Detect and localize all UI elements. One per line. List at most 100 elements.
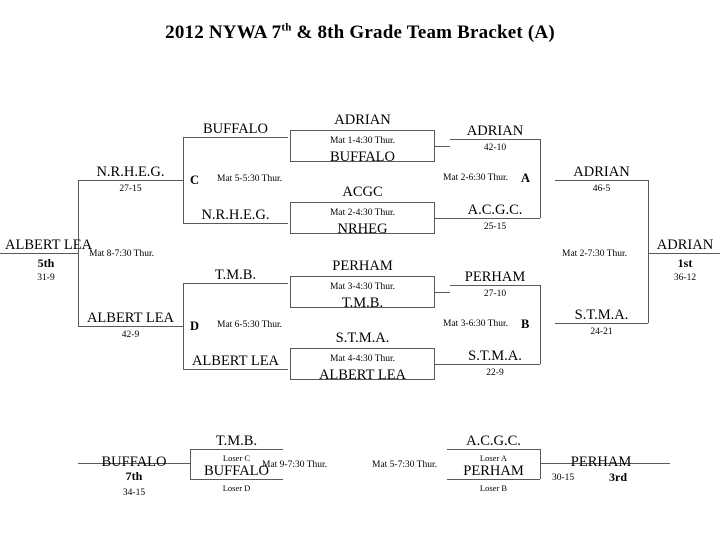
match-3-mat: Mat 3-4:30 Thur. <box>329 282 395 292</box>
seventh-mat: Mat 9-7:30 Thur. <box>262 460 328 470</box>
fifth-top-team: N.R.H.E.G. <box>96 164 165 180</box>
seventh-top-line <box>190 449 283 450</box>
fifth-winner-record: 31-9 <box>37 273 55 283</box>
seventh-top-team: T.M.B. <box>215 433 258 449</box>
match-c-label: C <box>190 173 200 187</box>
final-bottom-line <box>555 323 648 324</box>
title-suffix: & 8th Grade Team Bracket (A) <box>291 22 555 43</box>
match-c-top-line <box>183 137 288 138</box>
fifth-bottom-team: ALBERT LEA <box>86 310 175 326</box>
seventh-bottom-line <box>190 479 283 480</box>
fifth-match-mat: Mat 8-7:30 Thur. <box>89 249 155 259</box>
semi-a-top-record: 42-10 <box>483 143 507 153</box>
semi-b-top-line <box>450 285 540 286</box>
third-winner-line <box>540 463 670 464</box>
match-d-top-team: T.M.B. <box>214 267 257 283</box>
match-d-bottom-team: ALBERT LEA <box>191 353 280 369</box>
semi-b-bottom-record: 22-9 <box>486 368 504 378</box>
final-bottom-record: 24-21 <box>590 327 613 337</box>
match-c-bottom-team: N.R.H.E.G. <box>201 207 270 223</box>
champion-line <box>648 253 720 254</box>
match-4-mat: Mat 4-4:30 Thur. <box>329 354 395 364</box>
match-2-out-line <box>435 218 450 219</box>
third-top-team: A.C.G.C. <box>466 433 521 449</box>
champion-team: ADRIAN <box>656 237 714 253</box>
match-1-out-line <box>435 146 450 147</box>
final-top-team: ADRIAN <box>573 164 630 180</box>
semi-a-top-line <box>450 139 540 140</box>
fifth-bottom-record: 42-9 <box>121 330 140 340</box>
match-c-top-team: BUFFALO <box>203 121 268 137</box>
semi-b-vline <box>540 285 541 364</box>
page-title: 2012 NYWA 7th & 8th Grade Team Bracket (… <box>0 22 720 44</box>
third-winner-place: 3rd <box>609 470 627 484</box>
seventh-winner-record: 34-15 <box>122 488 146 498</box>
seventh-bottom-source: Loser D <box>222 483 251 493</box>
final-vline <box>648 180 649 323</box>
match-1-top-team: ADRIAN <box>334 112 391 128</box>
match-d-label: D <box>190 319 200 333</box>
champion-place: 1st <box>677 256 693 270</box>
seventh-winner-team: BUFFALO <box>101 454 167 470</box>
seventh-top-source: Loser C <box>222 453 251 463</box>
seventh-bottom-team: BUFFALO <box>204 463 269 479</box>
fifth-top-line <box>78 180 183 181</box>
match-c-mat: Mat 5-5:30 Thur. <box>217 174 283 184</box>
match-c-bottom-line <box>183 223 288 224</box>
fifth-winner-team: ALBERT LEA <box>5 237 93 253</box>
fifth-match-vline <box>78 180 79 326</box>
semi-b-label: B <box>521 317 530 331</box>
match-4-box <box>290 348 435 380</box>
semi-a-bottom-team: A.C.G.C. <box>467 202 523 218</box>
third-winner-team: PERHAM <box>570 454 632 470</box>
match-1-mat: Mat 1-4:30 Thur. <box>329 136 395 146</box>
match-1-bottom-team: BUFFALO <box>330 149 395 165</box>
third-mat: Mat 5-7:30 Thur. <box>372 460 438 470</box>
semi-a-top-team: ADRIAN <box>466 123 524 139</box>
final-top-record: 46-5 <box>592 184 611 194</box>
match-4-out-line <box>435 364 450 365</box>
match-2-bottom-team: NRHEG <box>337 221 388 237</box>
semi-b-mat: Mat 3-6:30 Thur. <box>443 319 509 329</box>
fifth-winner-line <box>0 253 78 254</box>
match-c-vline <box>183 137 184 223</box>
third-vline <box>540 449 541 479</box>
third-bottom-source: Loser B <box>479 483 508 493</box>
semi-b-top-record: 27-10 <box>483 289 507 299</box>
match-d-top-line <box>183 283 288 284</box>
match-4-top-team: S.T.M.A. <box>335 330 390 346</box>
match-d-vline <box>183 283 184 369</box>
semi-a-label: A <box>521 171 531 185</box>
match-d-mat: Mat 6-5:30 Thur. <box>217 320 283 330</box>
match-3-out-line <box>435 292 450 293</box>
seventh-vline <box>190 449 191 479</box>
final-mat: Mat 2-7:30 Thur. <box>562 249 628 259</box>
fifth-bottom-line <box>78 326 183 327</box>
match-1-box <box>290 130 435 162</box>
third-winner-record: 30-15 <box>552 473 575 483</box>
semi-a-bottom-record: 25-15 <box>483 222 507 232</box>
match-d-bottom-line <box>183 369 288 370</box>
third-bottom-team: PERHAM <box>463 463 524 479</box>
seventh-winner-line <box>78 463 190 464</box>
match-3-top-team: PERHAM <box>332 258 393 274</box>
third-bottom-line <box>447 479 540 480</box>
semi-a-mat: Mat 2-6:30 Thur. <box>443 173 509 183</box>
semi-b-bottom-line <box>450 364 540 365</box>
fifth-top-record: 27-15 <box>119 184 142 194</box>
match-2-top-team: ACGC <box>342 184 383 200</box>
match-2-box <box>290 202 435 234</box>
seventh-winner-place: 7th <box>125 469 143 483</box>
semi-b-top-team: PERHAM <box>464 269 526 285</box>
champion-record: 36-12 <box>673 273 697 283</box>
semi-b-bottom-team: S.T.M.A. <box>468 348 522 364</box>
semi-a-vline <box>540 139 541 218</box>
third-top-line <box>447 449 540 450</box>
match-2-mat: Mat 2-4:30 Thur. <box>329 208 395 218</box>
semi-a-bottom-line <box>450 218 540 219</box>
title-superscript: th <box>281 21 292 34</box>
match-4-bottom-team: ALBERT LEA <box>318 367 407 383</box>
fifth-winner-place: 5th <box>37 256 55 270</box>
final-top-line <box>555 180 648 181</box>
